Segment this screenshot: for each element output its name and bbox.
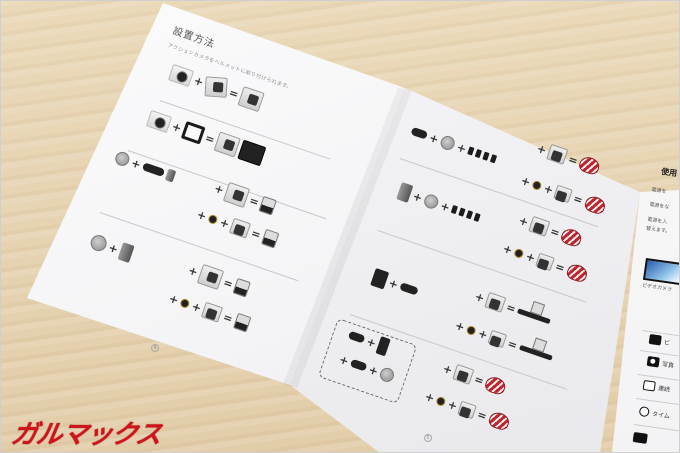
mode-label: ビ: [663, 338, 671, 347]
equals-sign: =: [566, 152, 580, 168]
extension-arm-icon: [399, 282, 420, 296]
flat-adhesive-mount-icon: [88, 232, 109, 254]
mode-label: 連続: [657, 384, 671, 394]
equals-sign: =: [475, 407, 489, 423]
equals-sign: =: [227, 85, 241, 101]
adhesive-pad-icon: [482, 151, 491, 161]
tripod-nut-icon: [207, 213, 219, 225]
plus-sign: +: [427, 130, 441, 146]
plus-sign: +: [411, 189, 425, 205]
equals-sign: =: [221, 275, 235, 291]
equals-sign: =: [472, 372, 486, 388]
plus-sign: +: [446, 397, 460, 413]
body-line: 電源を: [651, 186, 667, 196]
plus-sign: +: [453, 318, 467, 334]
plus-sign: +: [192, 73, 206, 89]
tripod-nut-icon: [179, 297, 191, 309]
plus-sign: +: [438, 198, 452, 215]
page-number-right: 5: [424, 434, 432, 442]
camera-icon: [646, 356, 660, 368]
section-title: 使用: [660, 166, 678, 179]
long-screw-icon: [349, 358, 368, 372]
plus-sign: +: [190, 299, 204, 315]
video-icon: [648, 334, 662, 346]
plus-sign: +: [186, 263, 200, 279]
plus-sign: +: [387, 275, 400, 292]
plus-sign: +: [441, 361, 455, 377]
equals-sign: =: [548, 224, 562, 240]
plus-sign: +: [473, 289, 487, 305]
plus-sign: +: [170, 119, 184, 135]
plus-sign: +: [167, 291, 181, 307]
plus-sign: +: [423, 389, 437, 405]
equals-sign: =: [553, 259, 567, 275]
plus-sign: +: [212, 181, 226, 197]
playback-icon: [632, 432, 648, 444]
equals-sign: =: [506, 336, 519, 352]
equals-sign: =: [504, 300, 518, 316]
timer-icon: [638, 406, 650, 418]
pivot-arm-icon: [347, 330, 366, 344]
plus-sign: +: [519, 173, 533, 189]
site-watermark-logo: ガルマックス: [8, 420, 164, 450]
waterproof-housing-icon: [204, 76, 229, 98]
plus-sign: +: [535, 141, 549, 157]
adhesive-pad-icon: [466, 210, 474, 220]
long-screw-icon: [410, 126, 429, 140]
plus-sign: +: [455, 140, 469, 156]
mode-item-playback: [632, 432, 648, 444]
adhesive-pad-icon: [475, 149, 483, 159]
plus-sign: +: [542, 181, 556, 197]
plus-sign: +: [337, 352, 351, 368]
plus-sign: +: [517, 213, 531, 229]
tripod-nut-icon: [435, 395, 447, 407]
mode-label: 写真: [661, 360, 675, 370]
page-number-left: 4: [151, 344, 159, 352]
adhesive-pad-icon: [458, 207, 467, 217]
equals-sign: =: [571, 191, 585, 207]
body-line: 電源をな: [648, 201, 670, 211]
mode-label: タイム: [651, 410, 671, 420]
tripod-nut-icon: [513, 247, 525, 259]
equals-sign: =: [249, 226, 263, 242]
burst-icon: [642, 380, 656, 392]
tripod-nut-icon: [531, 179, 543, 191]
plus-sign: +: [367, 362, 381, 378]
screen-preview: ビデオカメラ: [642, 258, 680, 294]
equals-sign: =: [221, 310, 235, 326]
plus-sign: +: [476, 326, 490, 342]
plus-sign: +: [218, 215, 232, 231]
plus-sign: +: [501, 241, 515, 257]
equals-sign: =: [247, 193, 261, 209]
camera-screen-image: [642, 258, 680, 286]
plus-sign: +: [129, 156, 143, 172]
plus-sign: +: [364, 334, 378, 350]
third-page-header: 使用: [660, 166, 678, 179]
curved-mount-icon: [422, 192, 441, 211]
equals-sign: =: [203, 130, 217, 147]
plus-sign: +: [106, 240, 120, 256]
plus-sign: +: [195, 207, 209, 223]
adhesive-pad-icon: [467, 146, 475, 156]
tripod-nut-icon: [465, 324, 478, 336]
adhesive-pad-icon: [451, 205, 459, 215]
plus-sign: +: [524, 249, 538, 265]
